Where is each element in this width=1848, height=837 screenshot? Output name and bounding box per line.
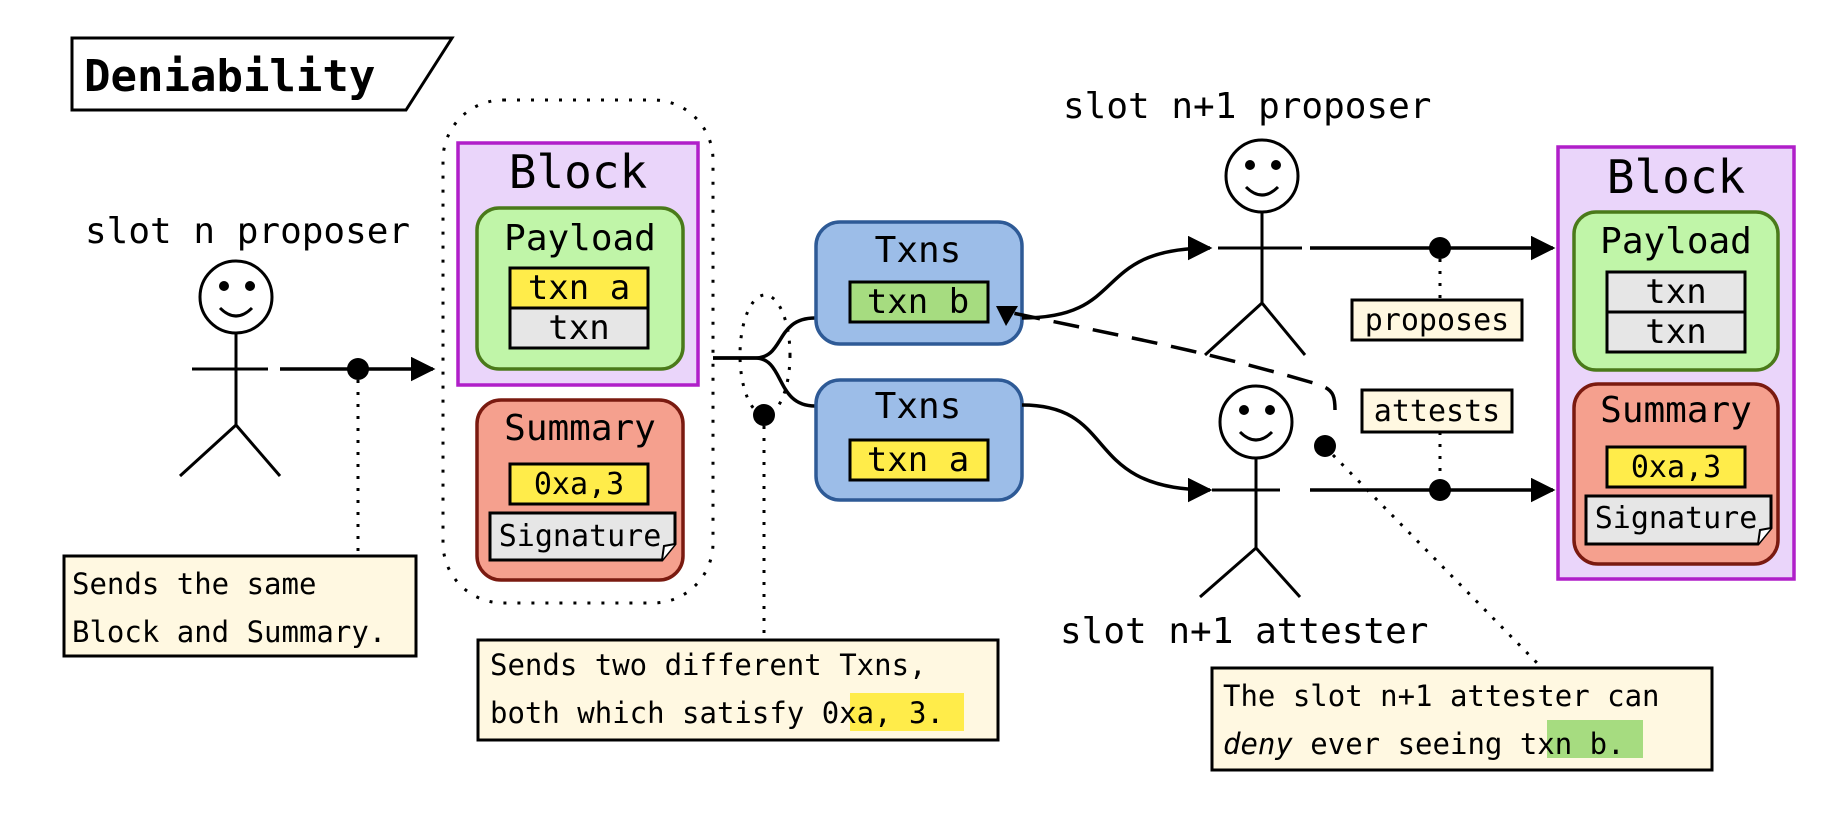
- svg-text:Signature: Signature: [499, 519, 662, 554]
- svg-text:Signature: Signature: [1595, 501, 1758, 536]
- stick-figure-slot-n-proposer: [178, 259, 282, 478]
- svg-text:Summary: Summary: [1600, 390, 1752, 431]
- summary-right: Summary 0xa,3 Signature: [1572, 382, 1780, 566]
- summary-left: Summary 0xa,3 Signature: [475, 398, 685, 582]
- connector-dot: [1314, 435, 1336, 457]
- svg-text:Payload: Payload: [504, 218, 656, 259]
- arrow-txns-a-to-attester: [1021, 403, 1213, 503]
- svg-text:Block and Summary.: Block and Summary.: [72, 615, 386, 649]
- txns-box-a: Txns txn a: [814, 378, 1024, 502]
- note-deny: The slot n+1 attester can deny ever seei…: [1210, 666, 1714, 772]
- connector-dot: [1429, 237, 1451, 259]
- svg-text:Sends two different Txns,: Sends two different Txns,: [490, 648, 927, 682]
- arrow-txns-b-to-proposer: [1021, 235, 1213, 320]
- svg-text:attests: attests: [1374, 394, 1500, 429]
- page-title: Deniability: [84, 51, 375, 102]
- block-left: Block Payload txn a txn: [456, 141, 700, 387]
- block-group-outline: [441, 98, 715, 605]
- svg-text:txn: txn: [548, 308, 609, 348]
- connector-dot: [1429, 479, 1451, 501]
- svg-text:Block: Block: [509, 145, 647, 199]
- svg-text:Sends the same: Sends the same: [72, 567, 316, 601]
- svg-text:0xa,3: 0xa,3: [534, 467, 624, 502]
- svg-text:The slot n+1 attester can: The slot n+1 attester can: [1223, 679, 1660, 713]
- label-proposes: proposes: [1350, 298, 1524, 342]
- svg-text:txn a: txn a: [528, 268, 630, 308]
- label-attests: attests: [1360, 388, 1514, 434]
- actor-label-slot-n-proposer: slot n proposer: [85, 211, 410, 252]
- svg-text:txn a: txn a: [867, 440, 969, 480]
- txns-box-b: Txns txn b: [814, 220, 1024, 346]
- note-sends-two-txns: Sends two different Txns, both which sat…: [476, 638, 1000, 742]
- stick-figure-slot-n1-attester: [1199, 384, 1302, 599]
- svg-text:Txns: Txns: [875, 230, 962, 271]
- block-right: Block Payload txn txn Summary 0xa,3 Sign…: [1556, 145, 1796, 581]
- svg-text:txn b: txn b: [867, 282, 969, 322]
- signature-icon: Signature: [488, 511, 677, 562]
- svg-text:txn: txn: [1645, 272, 1706, 312]
- fork-selection-loop: [738, 293, 792, 417]
- payload-right: Payload txn txn: [1572, 210, 1780, 372]
- connector-dot: [347, 358, 369, 380]
- payload-left: Payload txn a txn: [475, 206, 685, 371]
- signature-icon: Signature: [1584, 494, 1773, 546]
- note-sends-same: Sends the same Block and Summary.: [62, 554, 418, 658]
- svg-text:Txns: Txns: [875, 386, 962, 427]
- svg-text:Payload: Payload: [1600, 221, 1752, 262]
- connector-dot: [753, 404, 775, 426]
- svg-text:Block: Block: [1607, 150, 1745, 204]
- svg-text:both which satisfy 0xa, 3.: both which satisfy 0xa, 3.: [490, 696, 944, 730]
- actor-label-slot-n1-proposer: slot n+1 proposer: [1063, 86, 1431, 127]
- stick-figure-slot-n1-proposer: [1203, 138, 1307, 357]
- fork-connectors: [713, 316, 816, 408]
- svg-text:Summary: Summary: [504, 408, 656, 449]
- title-tag: Deniability: [70, 36, 455, 112]
- svg-text:deny ever seeing txn b.: deny ever seeing txn b.: [1223, 727, 1625, 761]
- svg-text:proposes: proposes: [1365, 303, 1510, 338]
- svg-text:txn: txn: [1645, 312, 1706, 352]
- svg-text:0xa,3: 0xa,3: [1631, 450, 1721, 485]
- arrow-deny-txn-b: [1007, 310, 1337, 411]
- arrow-head-deny: [996, 306, 1018, 326]
- actor-label-slot-n1-attester: slot n+1 attester: [1060, 611, 1428, 652]
